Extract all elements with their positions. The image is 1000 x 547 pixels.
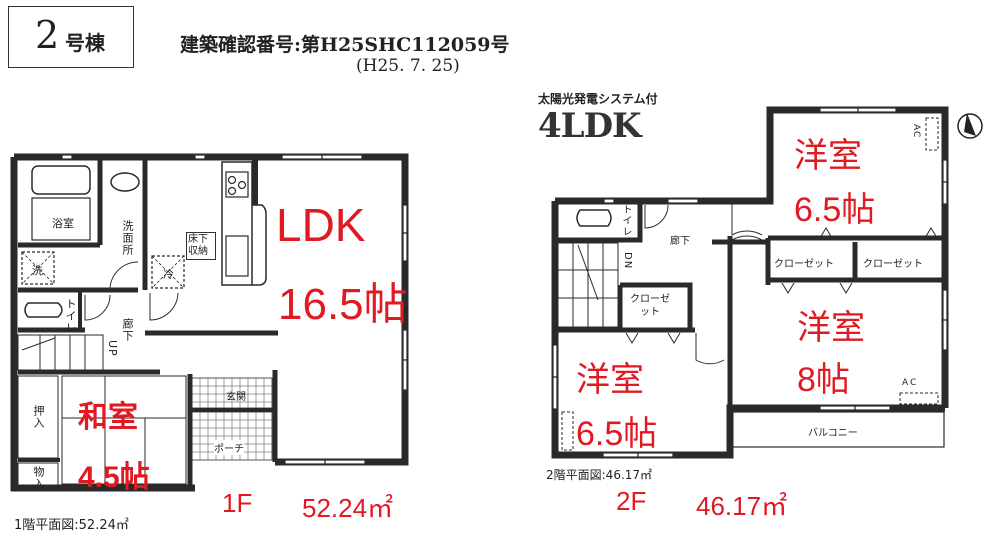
ac-unit-b bbox=[899, 392, 939, 405]
ac-a-label: AC bbox=[911, 124, 921, 139]
ac-unit-a bbox=[925, 117, 939, 151]
ac-b-label: AC bbox=[902, 378, 919, 388]
room-b-name: 洋室 bbox=[797, 309, 865, 347]
balcony-outline bbox=[731, 411, 945, 448]
stairs-down-label: DN bbox=[622, 252, 633, 270]
toilet-2f-label: トイレ bbox=[620, 204, 631, 237]
permit-number: 建築確認番号:第H25SHC112059号 bbox=[180, 34, 510, 56]
ldk-size: 16.5帖 bbox=[278, 280, 408, 329]
laundry-space bbox=[21, 251, 55, 285]
ac-unit-c bbox=[561, 411, 574, 451]
tatami bbox=[17, 375, 187, 486]
closet-small-label: クローゼット bbox=[630, 294, 670, 318]
floor1-area-label: 1F bbox=[222, 488, 253, 518]
floor1-windows bbox=[61, 154, 408, 465]
north-arrow-icon bbox=[957, 113, 983, 139]
entrance-label: 玄関 bbox=[226, 392, 246, 403]
hallway-2f-label: 廊下 bbox=[670, 236, 690, 247]
balcony-label: バルコニー bbox=[808, 428, 858, 439]
floor1-area-value: 52.24㎡ bbox=[302, 493, 394, 523]
bathtub bbox=[31, 165, 91, 195]
stairs-1f bbox=[17, 334, 104, 371]
fridge-label: 冷 bbox=[163, 268, 174, 281]
hallway-1f-label: 廊下 bbox=[121, 318, 134, 342]
porch-label: ポーチ bbox=[214, 440, 244, 455]
toilet-1f-label: トイレ bbox=[64, 298, 77, 334]
closet-1-label: クローゼット bbox=[774, 259, 834, 270]
toilet-1f bbox=[24, 302, 63, 318]
room-c-name: 洋室 bbox=[576, 361, 644, 399]
room-a-size: 6.5帖 bbox=[794, 191, 876, 229]
kitchen-counter bbox=[221, 161, 253, 286]
stairs-2f bbox=[557, 242, 619, 328]
room-a-name: 洋室 bbox=[794, 137, 862, 175]
floor1-caption: 1階平面図:52.24㎡ bbox=[14, 518, 129, 533]
building-number-box: 2 号棟 bbox=[8, 6, 134, 68]
ldk-name: LDK bbox=[276, 199, 366, 251]
fridge-space bbox=[151, 255, 185, 289]
floor2-area-value: 46.17㎡ bbox=[696, 491, 788, 521]
building-suffix: 号棟 bbox=[65, 31, 105, 55]
floor2-area-label: 2F bbox=[616, 486, 647, 516]
washitsu-name: 和室 bbox=[78, 401, 138, 434]
underfloor-storage-label: 床下収納 bbox=[186, 232, 216, 260]
room-c-size: 6.5帖 bbox=[576, 415, 658, 453]
permit-date: (H25. 7. 25) bbox=[356, 56, 460, 76]
washitsu-size: 4.5帖 bbox=[78, 461, 150, 494]
building-number: 2 bbox=[35, 13, 60, 57]
laundry-label: 洗 bbox=[32, 264, 43, 277]
storage-label: 物入 bbox=[32, 466, 45, 490]
room-b-size: 8帖 bbox=[797, 361, 850, 399]
closet-2-label: クローゼット bbox=[863, 259, 923, 270]
floor2-walls bbox=[551, 106, 949, 459]
toilet-2f bbox=[576, 209, 612, 227]
washroom-label: 洗面所 bbox=[121, 220, 134, 256]
layout-type: 4LDK bbox=[538, 106, 642, 146]
wash-basin bbox=[110, 172, 140, 192]
solar-feature-label: 太陽光発電システム付 bbox=[538, 92, 658, 106]
bath-label: 浴室 bbox=[52, 217, 74, 230]
oshiire-label: 押入 bbox=[32, 405, 45, 429]
floor2-caption: 2階平面図:46.17㎡ bbox=[546, 468, 653, 482]
stairs-up-label: UP bbox=[106, 340, 119, 357]
